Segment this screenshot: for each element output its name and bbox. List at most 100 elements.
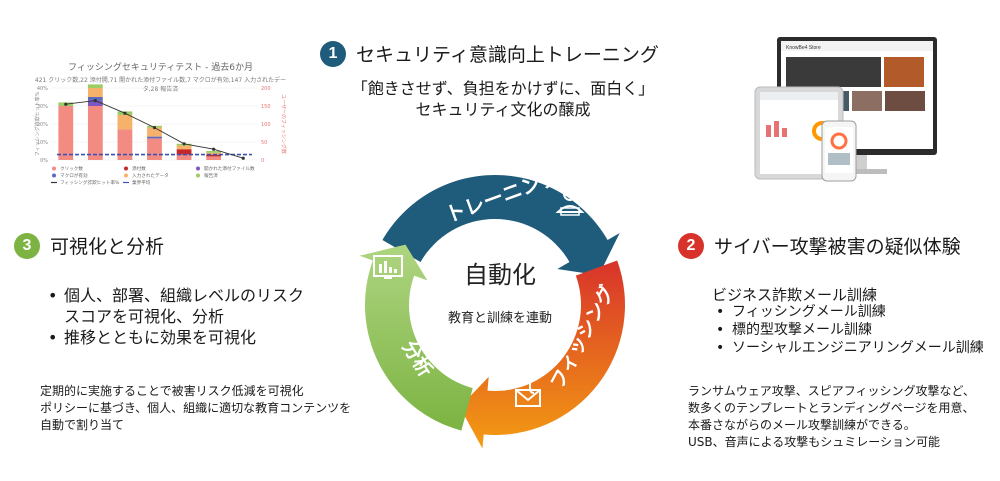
y2-tick-label: 200 [261,86,271,92]
chart-bar-segment [147,138,162,160]
y2-tick-label: 100 [261,122,271,128]
legend-swatch [196,166,200,171]
y-tick-label: 20% [37,122,48,128]
monitor-banner [786,57,881,87]
y-tick-label: 30% [37,104,48,110]
hit-rate-point [123,111,127,115]
section1-tagline-line2: セキュリティ文化の醸成 [415,100,591,119]
arc-analysis [359,244,473,431]
hit-rate-point [241,156,245,160]
chart-bar-segment [147,136,162,139]
monitor-brand: KnowBe4 Store [786,45,821,51]
y2-tick-label: 50 [261,140,267,146]
legend-label: 開かれた添付ファイル数 [204,165,255,172]
tablet-bar-3 [782,128,787,137]
hit-rate-point [93,99,97,103]
chart-bar-segment [176,154,192,160]
phone-image [828,153,850,165]
section3-header: 3 可視化と分析 [14,232,164,259]
analysis-chart-icon [373,255,403,279]
legend-swatch [196,173,200,178]
legend-label: クリック数 [60,165,83,172]
hit-rate-point [152,126,157,130]
section3-number-badge: 3 [14,232,40,259]
section2-title: サイバー攻撃被害の疑似体験 [714,236,961,258]
tablet-bar-1 [766,125,771,137]
section2-header: 2 サイバー攻撃被害の疑似体験 [678,232,961,259]
chart-bar-segment [206,156,222,160]
chart-bar-segment [58,106,74,160]
cycle-center-subtitle: 教育と訓練を連動 [448,310,552,326]
section1-tagline-line1: 「飽きさせず、負担をかけずに、面白く」 [351,79,655,98]
chart-bar-segment [87,97,103,101]
y2-axis-label: ユーザーのフィッシング数 [280,94,287,154]
monitor-tile-4 [852,91,882,111]
section3-description: 定期的に実施することで被害リスク低減を可視化 ポリシーに基づき、個人、組織に適切… [40,384,352,432]
section2-description: ランサムウェア攻撃、スピアフィッシング攻撃など、 数多くのテンプレートとランディ… [688,384,975,449]
section3-title: 可視化と分析 [50,236,165,258]
y-tick-label: 0% [40,158,48,164]
y2-tick-label: 0 [261,158,264,164]
chart-bar-segment [117,129,133,160]
legend-swatch [124,173,128,178]
chart-bar-segment [87,88,103,97]
tablet-bar-2 [774,121,779,137]
chart-bar-segment [87,106,103,160]
chart-bar-segment [87,100,103,106]
section2-bullets: フィッシングメール訓練 標的型攻撃メール訓練 ソーシャルエンジニアリングメール訓… [714,303,984,357]
chart-title: フィッシングセキュリティテスト - 過去6か月 [68,63,253,73]
section2-bullet: 標的型攻撃メール訓練 [714,321,984,339]
legend-label: 業界平均 [132,179,151,186]
section1-title: セキュリティ意識向上トレーニング [356,44,659,66]
legend-swatch [52,173,56,178]
monitor-header [781,41,933,51]
section2-bullet: フィッシングメール訓練 [714,303,984,321]
chart-bar-segment [176,145,192,150]
y-axis-label: フィッシング詐欺ヒット率% [34,91,41,156]
hit-rate-point [64,102,68,106]
chart-plot: 40% 200 30% 150 20% 100 10% 50 0% 0 フィッシング詐欺ヒット率% ユ… [34,84,287,186]
device-screenshots: KnowBe4 Store [754,37,937,182]
arc-phishing [459,260,625,449]
phishing-test-chart: フィッシングセキュリティテスト - 過去6か月 421 クリック数,22 添付開… [33,60,288,190]
legend-label: マクロが有効 [60,172,88,179]
y2-tick-label: 150 [261,104,271,110]
arc-training [382,175,620,276]
legend-swatch [124,166,128,171]
phishing-mail-icon [515,380,541,407]
chart-bar-segment [206,154,222,157]
chart-bar-segment [176,149,192,155]
teacher-icon [555,187,585,216]
section2-bullet: ソーシャルエンジニアリングメール訓練 [714,339,984,357]
legend-label: 報告済 [204,172,218,179]
legend-swatch [52,166,56,171]
phone-gauge [830,132,848,150]
chart-bar-segment [206,152,222,155]
monitor-tile-1 [884,57,924,87]
hit-rate-point [212,147,216,151]
section1-header: 1 セキュリティ意識向上トレーニング [320,40,659,67]
legend-label: フィッシング詐欺ヒット率% [60,179,120,186]
cycle-center-title: 自動化 [464,261,536,289]
legend-label: 入力されたデータ [132,172,169,179]
legend-label: 添付数 [132,165,146,172]
y-tick-label: 10% [37,140,48,146]
chart-bar-segment [206,151,222,153]
hit-rate-point [182,142,186,146]
section2-number-badge: 2 [678,232,704,259]
cycle-diagram: トレーニング フィッシング 分析 自動化 教育と訓練を連動 [359,164,625,449]
section1-tagline: 「飽きさせず、負担をかけずに、面白く」 セキュリティ文化の醸成 [338,78,668,120]
monitor-tile-5 [885,91,925,111]
section1-number-badge: 1 [320,40,346,67]
chart-bar-segment [117,115,133,130]
section3-bullet: 推移とともに効果を可視化 [46,327,304,348]
section2-heading: ビジネス詐欺メール訓練 [712,286,878,304]
chart-bar-segment [147,127,162,137]
tablet-header [760,92,838,100]
chart-subtitle: 421 クリック数,22 添付開,71 開かれた添付ファイル数,7 マクロが有効… [34,77,287,93]
monitor-base [827,169,887,174]
chart-bar-segment [87,84,103,88]
y-tick-label: 40% [37,86,48,92]
